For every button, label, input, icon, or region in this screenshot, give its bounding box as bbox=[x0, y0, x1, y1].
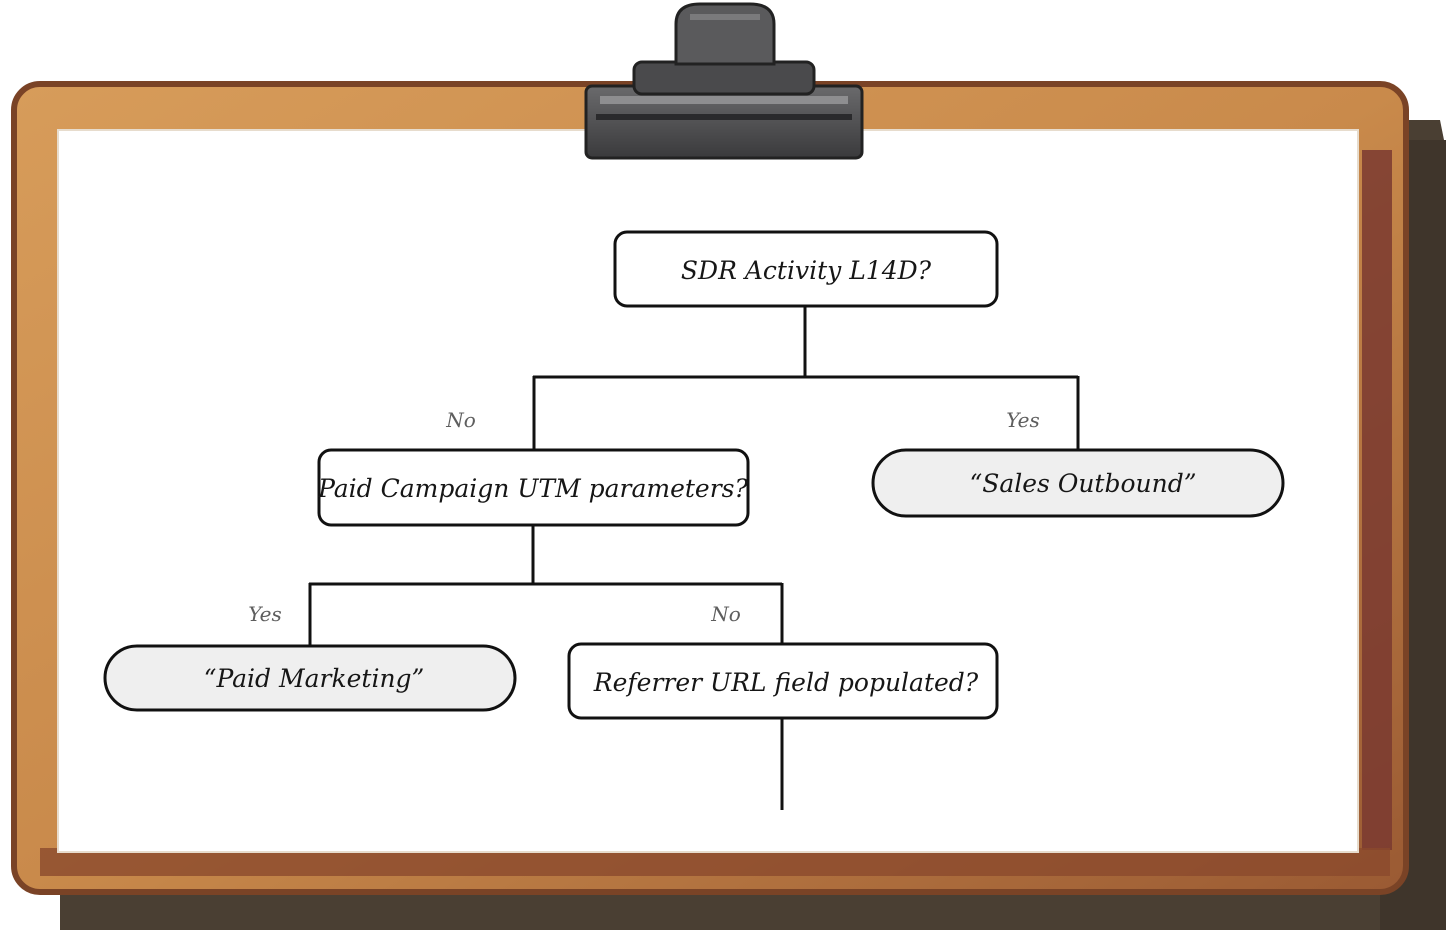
outcome-sales-outbound: “Sales Outbound” bbox=[871, 448, 1285, 518]
decision-sdr-activity: SDR Activity L14D? bbox=[613, 230, 999, 308]
outcome-sales-outbound-label: “Sales Outbound” bbox=[969, 469, 1196, 498]
decision-referrer-url-label: Referrer URL field populated? bbox=[593, 668, 979, 697]
edge-label-utm-yes: Yes bbox=[248, 602, 282, 626]
edge-label-sdr-no: No bbox=[445, 408, 476, 432]
edge-label-sdr-yes: Yes bbox=[1006, 408, 1040, 432]
outcome-paid-marketing-label: “Paid Marketing” bbox=[204, 664, 425, 693]
decision-paid-campaign-utm-label: Paid Campaign UTM parameters? bbox=[317, 474, 748, 503]
clipboard-frame-right-edge bbox=[1362, 150, 1392, 850]
decision-paid-campaign-utm: Paid Campaign UTM parameters? bbox=[317, 448, 750, 527]
decision-sdr-activity-label: SDR Activity L14D? bbox=[681, 256, 932, 285]
clipboard-clip bbox=[584, 2, 864, 160]
flowchart-connectors bbox=[308, 306, 1080, 810]
decision-referrer-url: Referrer URL field populated? bbox=[567, 642, 999, 720]
edge-label-utm-no: No bbox=[710, 602, 741, 626]
outcome-paid-marketing: “Paid Marketing” bbox=[103, 644, 517, 712]
